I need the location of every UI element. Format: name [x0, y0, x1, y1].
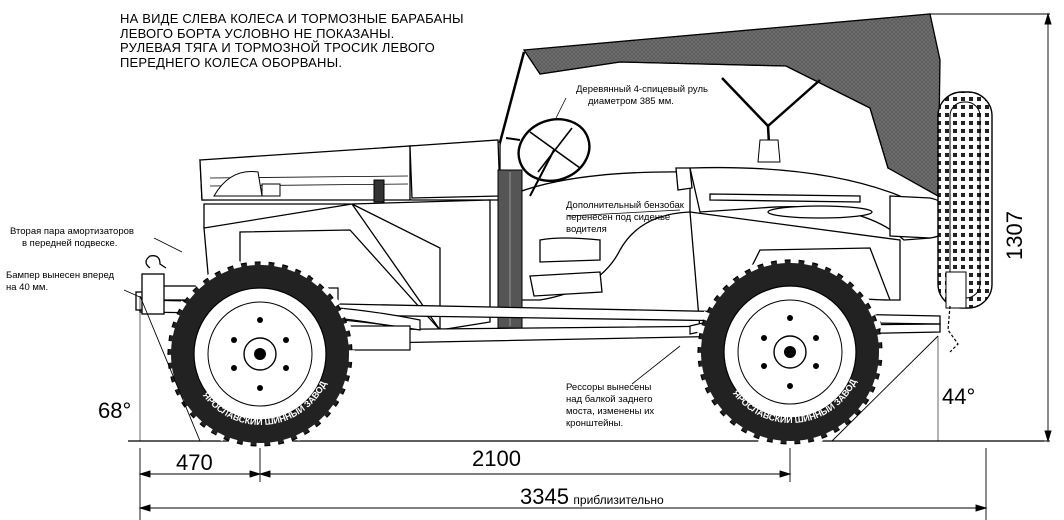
header-note: НА ВИДЕ СЛЕВА КОЛЕСА И ТОРМОЗНЫЕ БАРАБАН…: [120, 11, 464, 70]
spare-wheel: [937, 91, 993, 353]
wheelbase-label: 2100: [472, 446, 521, 471]
header-note-line: НА ВИДЕ СЛЕВА КОЛЕСА И ТОРМОЗНЫЕ БАРАБАН…: [120, 11, 464, 26]
windshield-frame: [497, 137, 523, 329]
overall-length-value: 3345: [520, 484, 569, 509]
hood: [199, 139, 501, 203]
note-line: диаметром 385 мм.: [588, 96, 674, 108]
fuel-tank-note: Дополнительный бензобак перенесен под си…: [566, 200, 684, 236]
note-line: моста, изменены их: [566, 406, 655, 418]
note-line: Вторая пара амортизаторов: [10, 226, 134, 237]
steering-wheel-note: Деревянный 4-спицевый руль диаметром 385…: [576, 84, 708, 108]
springs-note: Рессоры вынесены над балкой заднего мост…: [566, 382, 654, 431]
shock-absorbers-note: Вторая пара амортизаторов в передней под…: [10, 226, 134, 250]
cabin: [499, 167, 873, 301]
note-line: Бампер вынесен вперед: [6, 270, 115, 281]
note-line: кронштейны.: [566, 418, 624, 430]
note-line: Рессоры вынесены: [566, 382, 652, 393]
note-line: в передней подвеске.: [22, 238, 118, 250]
header-note-line: ЛЕВОГО БОРТА УСЛОВНО НЕ ПОКАЗАНЫ.: [120, 25, 395, 41]
bumper-note: Бампер вынесен вперед на 40 мм.: [6, 270, 114, 294]
header-note-line: РУЛЕВАЯ ТЯГА И ТОРМОЗНОЙ ТРОСИК ЛЕВОГО: [120, 40, 435, 56]
header-note-line: ПЕРЕДНЕГО КОЛЕСА ОБОРВАНЫ.: [120, 54, 343, 70]
overall-length-suffix: приблизительно: [573, 493, 664, 507]
steering-wheel: [517, 118, 591, 197]
departure-angle-label: 44°: [942, 384, 976, 409]
note-line: Дополнительный бензобак: [566, 200, 684, 211]
approach-angle-line: [139, 295, 201, 442]
overall-length-label: 3345 приблизительно: [520, 484, 664, 510]
rear-wheel: ЯРОСЛАВСКИЙ ШИННЫЙ ЗАВОД: [695, 257, 885, 447]
dimension-lines: [138, 12, 1052, 520]
front-bumper: [141, 255, 167, 315]
soft-top: [522, 13, 941, 198]
top-struts: [496, 51, 821, 163]
note-line: над балкой заднего: [566, 394, 653, 406]
height-label: 1307: [1002, 211, 1027, 260]
front-overhang-label: 470: [176, 450, 213, 475]
leader-lines: [123, 97, 681, 385]
note-line: Деревянный 4-спицевый руль: [576, 84, 708, 95]
departure-angle-line: [831, 335, 939, 442]
note-line: водителя: [566, 224, 607, 236]
note-line: на 40 мм.: [6, 282, 49, 294]
approach-angle-label: 68°: [98, 398, 132, 423]
note-line: перенесен под сиденье: [566, 212, 671, 224]
front-wheel: ЯРОСЛАВСКИЙ ШИННЫЙ ЗАВОД: [165, 259, 355, 449]
